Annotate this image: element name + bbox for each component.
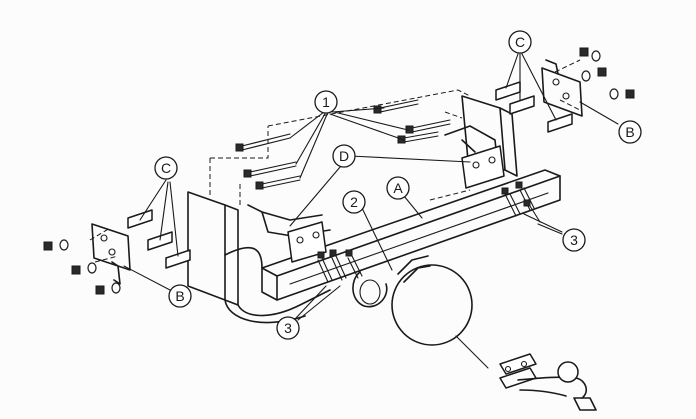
- callout-c-left: C: [154, 156, 178, 180]
- callout-b-right: B: [618, 120, 642, 144]
- callout-3-left: 3: [276, 316, 300, 340]
- svg-text:D: D: [339, 148, 349, 164]
- towball-detail: [499, 353, 597, 411]
- detail-circle: [391, 264, 489, 369]
- spacers-c-right: [495, 81, 573, 133]
- svg-text:3: 3: [284, 320, 292, 336]
- callout-3-right: 3: [562, 228, 586, 252]
- spacers-c-left: [127, 209, 191, 269]
- plate-b-left: [91, 223, 131, 285]
- callout-c-right: C: [508, 30, 532, 54]
- bolts-group-1: [235, 99, 451, 190]
- svg-text:1: 1: [322, 94, 330, 110]
- plate-b-right: [541, 59, 583, 117]
- callout-1: 1: [314, 90, 338, 114]
- callout-leaders: [123, 53, 619, 321]
- callout-a: A: [386, 176, 410, 200]
- nuts-washers-right: [579, 47, 635, 100]
- bolts-group-3: [317, 181, 541, 283]
- svg-text:C: C: [515, 34, 525, 50]
- towball-mount: [352, 255, 431, 308]
- main-crossbar: [261, 169, 561, 301]
- right-side-bracket: [444, 95, 518, 189]
- callout-b-left: B: [168, 284, 192, 308]
- bracket-plate-d-left: [247, 204, 331, 263]
- nuts-washers-left: [43, 239, 121, 295]
- svg-text:B: B: [175, 288, 184, 304]
- callout-d: D: [332, 144, 356, 168]
- svg-text:B: B: [625, 124, 634, 140]
- svg-text:3: 3: [570, 232, 578, 248]
- svg-text:C: C: [161, 160, 171, 176]
- svg-text:2: 2: [350, 194, 358, 210]
- callout-2: 2: [342, 190, 366, 214]
- svg-text:A: A: [393, 180, 403, 196]
